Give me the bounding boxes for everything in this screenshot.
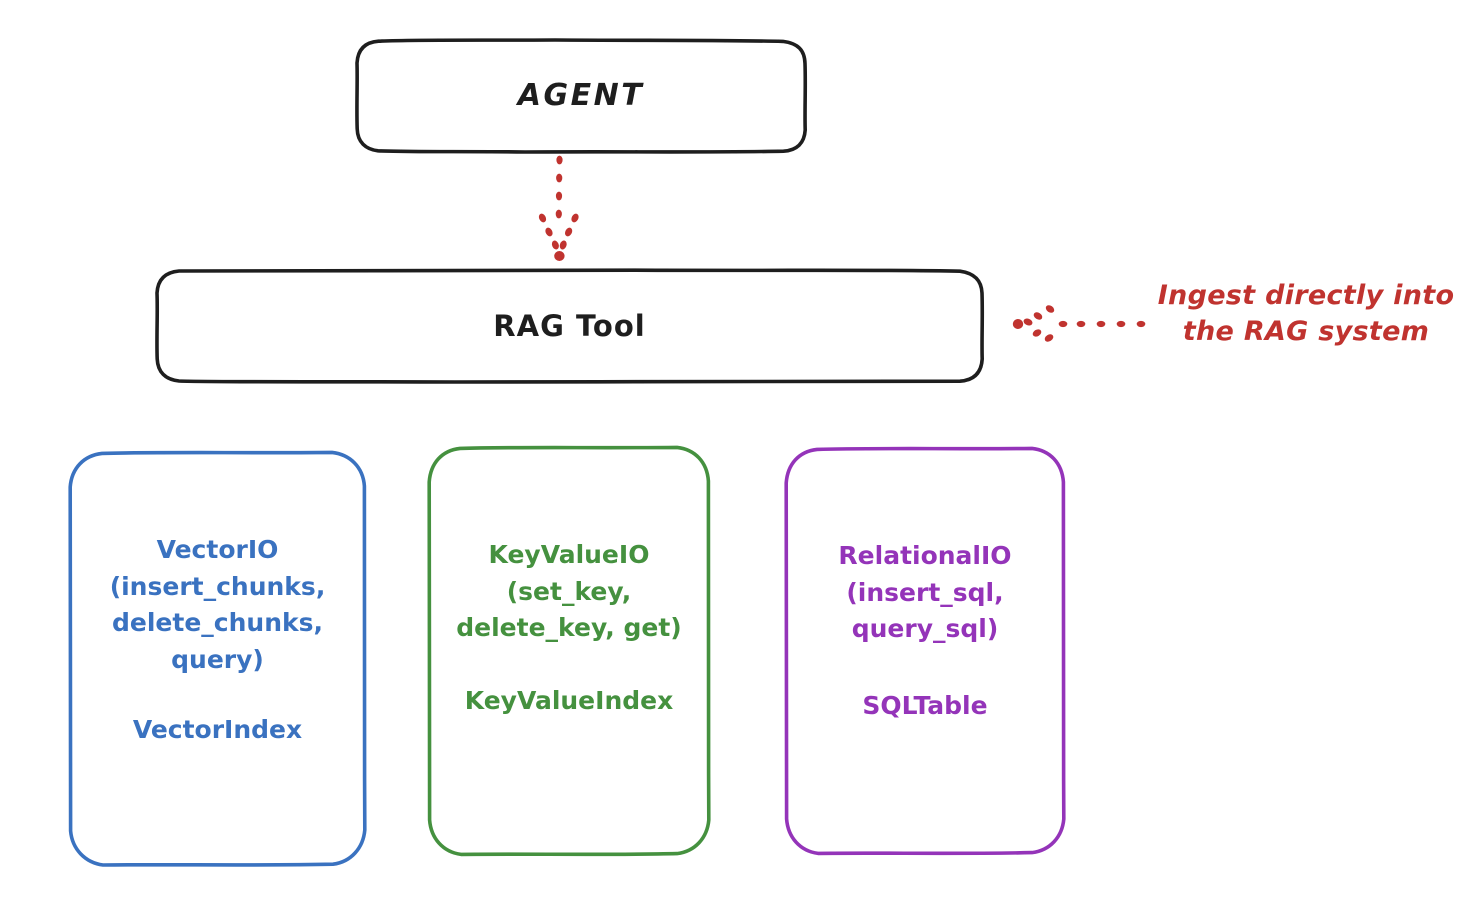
node-vector-io-index-label: VectorIndex (132, 715, 303, 744)
node-key-value-io-content: KeyValueIO (set_key, delete_key, get) Ke… (427, 445, 711, 857)
node-relational-io-index-label: SQLTable (862, 690, 988, 720)
annotation-ingest-text: Ingest directly into the RAG system (1157, 280, 1455, 348)
node-rag-tool[interactable]: RAG Tool (155, 268, 985, 384)
node-rag-tool-label: RAG Tool (493, 308, 646, 343)
node-agent-label: AGENT (517, 78, 645, 114)
node-key-value-io-index-label: KeyValueIndex (464, 685, 674, 715)
node-vector-io-api-label: VectorIO (insert_chunks, delete_chunks, … (109, 535, 326, 674)
connector-agent-to-rag-tool (538, 155, 579, 261)
node-agent[interactable]: AGENT (355, 38, 808, 154)
node-relational-io-content: RelationalIO (insert_sql, query_sql) SQL… (784, 446, 1066, 856)
node-relational-io-api-label: RelationalIO (insert_sql, query_sql) (838, 541, 1012, 643)
node-key-value-io[interactable]: KeyValueIO (set_key, delete_key, get) Ke… (427, 445, 711, 857)
node-vector-io[interactable]: VectorIO (insert_chunks, delete_chunks, … (68, 450, 367, 868)
connector-ingest-to-rag-tool (1012, 305, 1146, 342)
node-relational-io[interactable]: RelationalIO (insert_sql, query_sql) SQL… (784, 446, 1066, 856)
node-vector-io-content: VectorIO (insert_chunks, delete_chunks, … (68, 450, 367, 868)
node-key-value-io-api-label: KeyValueIO (set_key, delete_key, get) (456, 540, 682, 642)
